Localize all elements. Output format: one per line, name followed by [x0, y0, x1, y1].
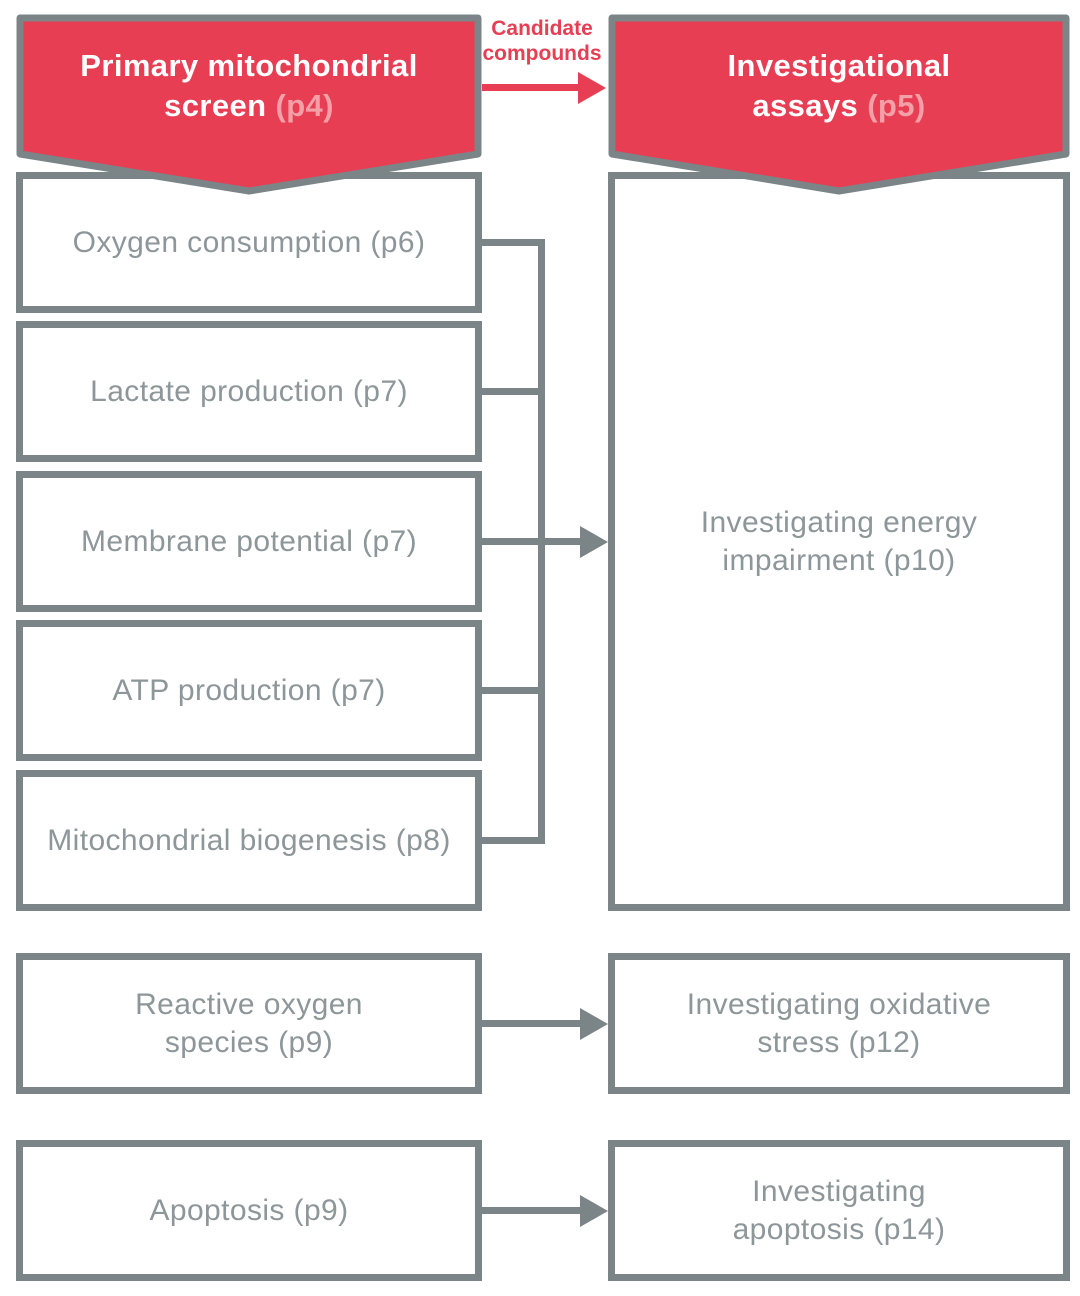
energy-impairment-line2: impairment (p10) [722, 543, 956, 577]
box-apoptosis: Apoptosis (p9) [16, 1140, 482, 1281]
oxidative-arrow-head-icon [580, 1008, 608, 1040]
box-mitochondrial-biogenesis-label: Mitochondrial biogenesis (p8) [47, 823, 451, 857]
ros-line1: Reactive oxygen [135, 987, 363, 1021]
banner-primary-screen-label: Primary mitochondrial screen (p4) [16, 14, 482, 158]
connector-biogenesis [475, 837, 545, 844]
ribbon-shape [608, 14, 1070, 195]
apoptosis-arrow-head-icon [580, 1195, 608, 1227]
candidate-arrow-head-icon [578, 72, 606, 104]
banner-investigational-assays: Investigational assays (p5) [608, 14, 1070, 196]
oxidative-stress-line1: Investigating oxidative [686, 987, 992, 1021]
connector-membrane-arrow-shaft [475, 538, 582, 545]
connector-oxygen [475, 239, 545, 246]
energy-impairment-line1: Investigating energy [700, 505, 978, 539]
oxidative-stress-line2: stress (p12) [757, 1025, 921, 1059]
connector-atp [475, 687, 545, 694]
banner-primary-screen: Primary mitochondrial screen (p4) [16, 14, 482, 196]
banner-investigational-label: Investigational assays (p5) [608, 14, 1070, 158]
banner-primary-line1: Primary mitochondrial [80, 48, 418, 83]
box-reactive-oxygen-species: Reactive oxygen species (p9) [16, 953, 482, 1094]
banner-investigational-line2: assays [752, 88, 859, 123]
energy-arrow-head-icon [580, 526, 608, 558]
box-mitochondrial-biogenesis: Mitochondrial biogenesis (p8) [16, 770, 482, 911]
box-atp-production: ATP production (p7) [16, 620, 482, 761]
box-investigating-apoptosis: Investigating apoptosis (p14) [608, 1140, 1070, 1281]
apoptosis-arrow-shaft [482, 1207, 582, 1214]
connector-lactate [475, 388, 545, 395]
banner-primary-page-ref: (p4) [275, 88, 334, 123]
box-lactate-production-label: Lactate production (p7) [90, 374, 408, 408]
box-oxygen-consumption-label: Oxygen consumption (p6) [72, 225, 426, 259]
box-atp-production-label: ATP production (p7) [112, 673, 386, 707]
ros-line2: species (p9) [164, 1025, 334, 1059]
candidate-arrow-shaft [482, 84, 580, 91]
connector-bus-line [538, 239, 545, 844]
apoptosis-label: Apoptosis (p9) [149, 1193, 349, 1227]
banner-investigational-line1: Investigational [727, 48, 951, 83]
banner-investigational-page-ref: (p5) [867, 88, 926, 123]
ribbon-shape [16, 14, 482, 195]
box-investigating-oxidative-stress: Investigating oxidative stress (p12) [608, 953, 1070, 1094]
investigating-apoptosis-line2: apoptosis (p14) [732, 1212, 946, 1246]
box-membrane-potential-label: Membrane potential (p7) [80, 524, 418, 558]
box-membrane-potential: Membrane potential (p7) [16, 471, 482, 612]
box-investigating-energy-impairment: Investigating energy impairment (p10) [608, 172, 1070, 911]
banner-primary-line2: screen [164, 88, 267, 123]
oxidative-arrow-shaft [482, 1020, 582, 1027]
candidate-compounds-label: Candidate compounds [482, 17, 602, 65]
box-lactate-production: Lactate production (p7) [16, 321, 482, 462]
investigating-apoptosis-line1: Investigating [752, 1174, 926, 1208]
